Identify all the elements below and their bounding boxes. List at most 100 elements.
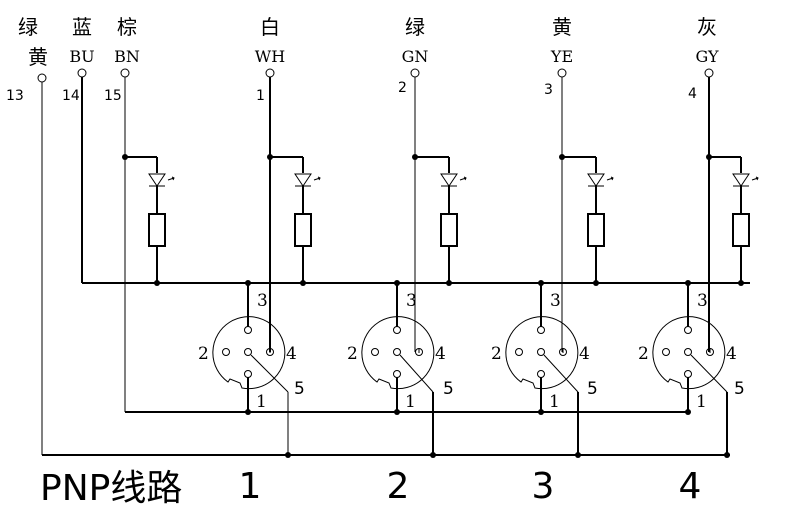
connector-pin [222,348,230,356]
junction-dot [738,280,744,286]
terminal-color-code: GN [402,47,429,66]
junction-dot [593,280,599,286]
connector-pin [244,370,252,378]
pin-label-2: 2 [638,344,649,364]
terminal-number: 4 [688,86,697,102]
terminal-label-grey: 灰 GY 4 [688,15,719,102]
terminal-number: 15 [104,88,122,104]
terminal-13-dot [37,73,47,83]
terminal-color-zh: 棕 [117,15,137,39]
terminal-number: 13 [6,88,24,104]
connector-body [361,316,435,390]
connector-pin [537,348,545,356]
footer-title: PNP线路 [40,468,182,509]
led-icon [148,173,166,187]
resistor-icon [148,213,166,247]
pin-label-1: 1 [696,392,707,412]
pin-label-2: 2 [491,344,502,364]
junction-dot [685,280,691,286]
pin5-wire [690,354,728,393]
led-branch [559,154,614,286]
led-icon [294,173,312,187]
connector-pin [244,348,252,356]
led-branch [706,154,759,286]
terminal-color-zh: 绿 [405,15,425,39]
resistor-icon [294,213,312,247]
junction-dot [446,280,452,286]
pin-label-4: 4 [286,344,297,364]
connector-body [505,316,579,390]
terminal-14-dot [77,68,87,78]
connector-pin [662,348,670,356]
terminal-15-dot [120,68,130,78]
pin-label-4: 4 [579,344,590,364]
connector-pin [393,326,401,334]
junction-dot [122,154,128,160]
junction-dot [154,280,160,286]
terminal-2-dot [410,68,420,78]
junction-dot [245,409,251,415]
led-branch [267,154,321,286]
junction-dot [575,452,581,458]
resistor-icon [732,213,750,247]
pin-label-2: 2 [347,344,358,364]
terminal-color-zh: 白 [260,15,280,39]
connector-pin [684,326,692,334]
terminal-color-code: YE [550,47,573,66]
terminal-number: 3 [544,82,553,98]
resistor-icon [587,213,605,247]
terminal-label-blue: 蓝 BU 14 [62,15,95,104]
junction-dot [538,280,544,286]
led-branch [412,154,467,286]
connector-pin [537,370,545,378]
pin-label-3: 3 [697,291,708,311]
pin5-wire [399,354,434,393]
led-light-arrow [751,176,759,181]
terminal-color-zh: 黄 [552,15,572,39]
terminal-label-brown: 棕 BN 15 [104,15,140,104]
junction-dot [394,409,400,415]
terminal-color-zh-2: 黄 [28,45,48,69]
connector-pin [684,370,692,378]
footer-number-4: 4 [679,466,702,507]
terminal-color-code: BN [114,47,140,66]
pin-label-4: 4 [726,344,737,364]
terminal-number: 1 [256,88,265,104]
terminal-color-zh: 绿 [18,15,38,39]
pin-label-1: 1 [405,392,416,412]
terminal-label-green-yellow: 绿 黄 13 [6,15,48,104]
terminal-3-dot [557,68,567,78]
terminal-label-green: 绿 GN 2 [398,15,428,96]
pin-label-1: 1 [256,392,267,412]
footer: PNP线路 1 2 3 4 [40,466,701,509]
junction-dot [300,280,306,286]
pin-label-2: 2 [198,344,209,364]
terminal-color-code: GY [695,47,719,66]
led-icon [732,173,750,187]
connector-pin [537,326,545,334]
terminal-label-yellow: 黄 YE 3 [544,15,573,98]
channel-branches [122,77,759,352]
terminal-number: 14 [62,88,80,104]
pin-label-4: 4 [435,344,446,364]
pin5-wire [250,354,289,393]
junction-dot [394,280,400,286]
junction-dot [285,452,291,458]
pin-label-3: 3 [550,291,561,311]
footer-number-1: 1 [239,466,262,507]
pin-label-3: 3 [406,291,417,311]
junction-dot [538,409,544,415]
connector-pin [393,348,401,356]
connector-pin [684,348,692,356]
connector-pin [371,348,379,356]
junction-dot [245,280,251,286]
led-light-arrow [313,176,321,181]
junction-dot [430,452,436,458]
connector-body [212,316,286,390]
connector-pin [244,326,252,334]
